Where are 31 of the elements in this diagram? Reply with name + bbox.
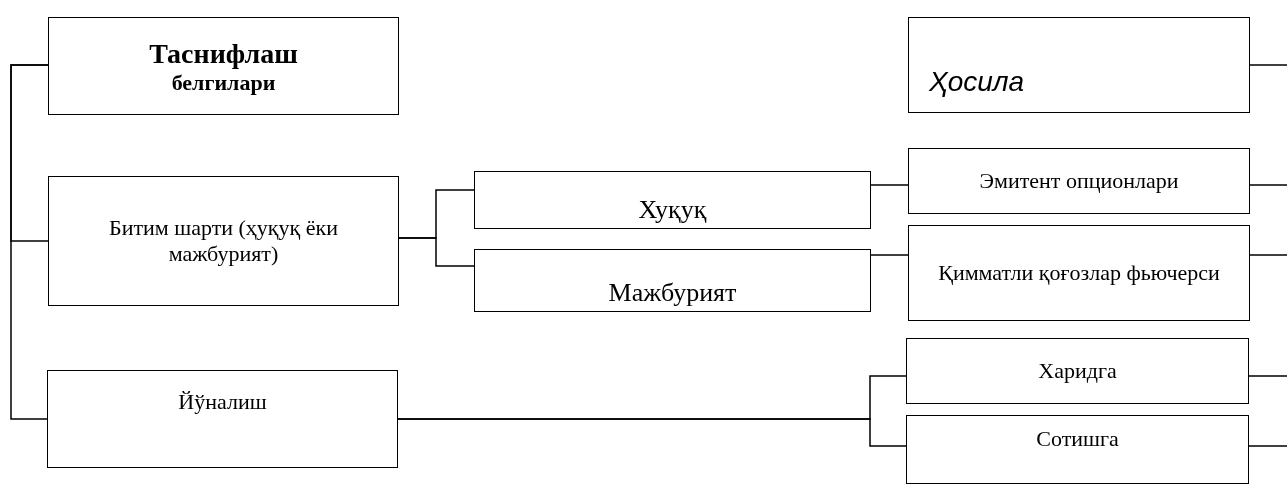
box-label: белгилари bbox=[171, 69, 276, 96]
box-label: Ҳосила bbox=[929, 65, 1025, 99]
category-box bbox=[906, 415, 1249, 484]
box-label: Сотишга bbox=[1036, 426, 1119, 452]
category-box bbox=[906, 338, 1249, 404]
category-box bbox=[908, 17, 1250, 113]
box-label: Хуқуқ bbox=[638, 195, 707, 226]
category-box bbox=[47, 370, 398, 468]
connector-line bbox=[1249, 184, 1287, 186]
connector-line bbox=[1249, 64, 1287, 66]
connector-line bbox=[1248, 445, 1287, 447]
box-label: Йўналиш bbox=[178, 389, 267, 415]
category-box bbox=[474, 171, 871, 229]
box-label: Харидга bbox=[1038, 358, 1117, 384]
box-label: Битим шарти (ҳуқуқ ёки мажбурият) bbox=[108, 215, 339, 267]
connector-line bbox=[10, 64, 49, 420]
category-box bbox=[48, 17, 399, 115]
connector-line bbox=[1249, 254, 1287, 256]
connector-line bbox=[398, 237, 475, 267]
box-label: Эмитент опционлари bbox=[979, 168, 1179, 194]
category-box bbox=[474, 249, 871, 312]
box-label: Мажбурият bbox=[608, 278, 737, 309]
connector-line bbox=[1248, 375, 1287, 377]
connector-line bbox=[870, 184, 909, 186]
category-box bbox=[908, 225, 1250, 321]
category-box bbox=[908, 148, 1250, 214]
connector-line bbox=[397, 418, 907, 447]
box-label: Қимматли қоғозлар фьючерси bbox=[938, 260, 1220, 286]
box-label: Таснифлаш bbox=[149, 36, 298, 70]
connector-line bbox=[870, 254, 909, 256]
category-box bbox=[48, 176, 399, 306]
